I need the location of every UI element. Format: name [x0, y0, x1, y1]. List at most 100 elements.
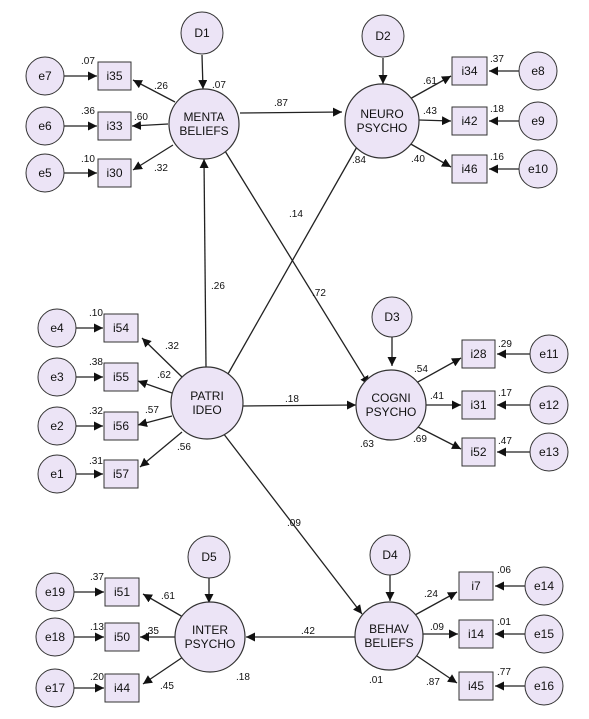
latent-patri-ideo: PATRI IDEO	[170, 366, 244, 440]
svg-text:.61: .61	[161, 591, 175, 602]
svg-text:e1: e1	[50, 467, 64, 481]
svg-text:.32: .32	[165, 341, 179, 352]
path-coefficients: .87 .72 .26 .14 .18 .09 .42	[211, 98, 326, 637]
svg-text:i52: i52	[470, 445, 486, 459]
svg-text:i57: i57	[113, 467, 129, 481]
svg-text:i56: i56	[113, 419, 129, 433]
svg-text:.01: .01	[369, 675, 383, 686]
svg-text:D5: D5	[201, 550, 217, 564]
item-i7: i7	[458, 571, 494, 601]
error-paths	[64, 66, 530, 693]
svg-text:i34: i34	[461, 64, 477, 78]
path-patri-behav	[222, 432, 363, 615]
item-i55: i55	[103, 362, 139, 392]
item-i51: i51	[104, 577, 140, 607]
svg-text:.47: .47	[498, 436, 512, 447]
path-menta-cogni	[224, 150, 370, 386]
error-e16: e16	[524, 666, 564, 706]
svg-text:BELIEFS: BELIEFS	[364, 636, 413, 650]
item-i34: i34	[451, 56, 488, 86]
error-e7: e7	[25, 56, 65, 96]
item-i14: i14	[458, 619, 494, 649]
svg-text:.57: .57	[145, 405, 159, 416]
items: i35 i33 i30 i34 i42 i46 i54 i55 i56 i57 …	[97, 56, 496, 703]
error-e12: e12	[529, 385, 569, 425]
svg-text:i44: i44	[114, 681, 130, 695]
svg-text:.32: .32	[154, 163, 168, 174]
svg-text:.60: .60	[134, 112, 148, 123]
svg-text:.56: .56	[177, 442, 191, 453]
svg-text:e6: e6	[38, 119, 52, 133]
svg-text:i46: i46	[461, 162, 477, 176]
svg-text:.87: .87	[426, 677, 440, 688]
item-i42: i42	[451, 106, 488, 136]
svg-text:.01: .01	[497, 617, 511, 628]
svg-text:.24: .24	[424, 589, 438, 600]
svg-text:i30: i30	[106, 166, 122, 180]
loading-labels: .26 .60 .32 .61 .43 .40 .32 .62 .57 .56 …	[134, 76, 444, 692]
svg-text:BEHAV: BEHAV	[369, 622, 409, 636]
svg-text:COGNI: COGNI	[371, 391, 410, 405]
svg-text:i7: i7	[471, 579, 481, 593]
item-i56: i56	[103, 411, 139, 441]
item-i33: i33	[97, 111, 132, 141]
svg-text:i33: i33	[106, 119, 122, 133]
item-i45: i45	[458, 671, 494, 701]
svg-text:e13: e13	[539, 445, 559, 459]
disturbance-d1: D1	[180, 11, 224, 55]
svg-text:e7: e7	[38, 69, 52, 83]
svg-text:.13: .13	[90, 622, 104, 633]
svg-text:e5: e5	[38, 166, 52, 180]
svg-text:MENTA: MENTA	[183, 110, 224, 124]
svg-text:.37: .37	[490, 54, 504, 65]
svg-text:.14: .14	[289, 209, 303, 220]
latent-neuro-psycho: NEURO PSYCHO	[344, 83, 420, 159]
error-e11: e11	[529, 334, 569, 374]
svg-text:.54: .54	[414, 364, 428, 375]
svg-text:PSYCHO: PSYCHO	[185, 637, 236, 651]
error-e17: e17	[35, 668, 75, 708]
svg-text:D2: D2	[375, 29, 391, 43]
svg-text:.17: .17	[498, 388, 512, 399]
error-e2: e2	[37, 406, 77, 446]
svg-text:.40: .40	[411, 154, 425, 165]
svg-text:NEURO: NEURO	[360, 107, 403, 121]
svg-text:.69: .69	[413, 434, 427, 445]
item-i57: i57	[103, 459, 139, 489]
svg-text:.18: .18	[285, 394, 299, 405]
svg-text:e17: e17	[45, 681, 65, 695]
svg-text:e11: e11	[539, 347, 558, 361]
svg-text:e14: e14	[534, 579, 554, 593]
svg-text:e3: e3	[50, 370, 64, 384]
svg-text:.32: .32	[89, 406, 103, 417]
item-i50: i50	[104, 622, 140, 652]
path-patri-menta	[199, 158, 209, 368]
svg-text:i28: i28	[470, 347, 486, 361]
svg-text:e19: e19	[45, 585, 65, 599]
svg-text:PATRI: PATRI	[190, 389, 224, 403]
svg-text:i54: i54	[113, 321, 129, 335]
item-r2-labels: .07 .36 .10 .37 .18 .16 .10 .38 .32 .31 …	[81, 54, 512, 683]
disturbance-d5: D5	[187, 535, 231, 579]
latent-menta-beliefs: MENTA BELIEFS	[168, 88, 240, 160]
svg-text:e2: e2	[50, 419, 64, 433]
svg-text:e4: e4	[50, 321, 64, 335]
svg-text:PSYCHO: PSYCHO	[366, 405, 417, 419]
svg-text:.16: .16	[490, 152, 504, 163]
disturbance-paths	[198, 54, 397, 603]
item-i46: i46	[451, 154, 488, 184]
svg-text:.38: .38	[89, 357, 103, 368]
error-e5: e5	[25, 153, 65, 193]
svg-text:e9: e9	[531, 114, 545, 128]
disturbance-d3: D3	[371, 296, 413, 338]
svg-text:.36: .36	[81, 106, 95, 117]
latent-inter-psycho: INTER PSYCHO	[174, 601, 246, 673]
disturbance-d4: D4	[369, 534, 411, 576]
svg-text:.77: .77	[497, 667, 511, 678]
svg-text:e18: e18	[45, 630, 65, 644]
svg-text:i45: i45	[468, 679, 484, 693]
svg-text:.84: .84	[352, 155, 366, 166]
svg-text:.45: .45	[160, 681, 174, 692]
svg-text:i14: i14	[468, 627, 484, 641]
